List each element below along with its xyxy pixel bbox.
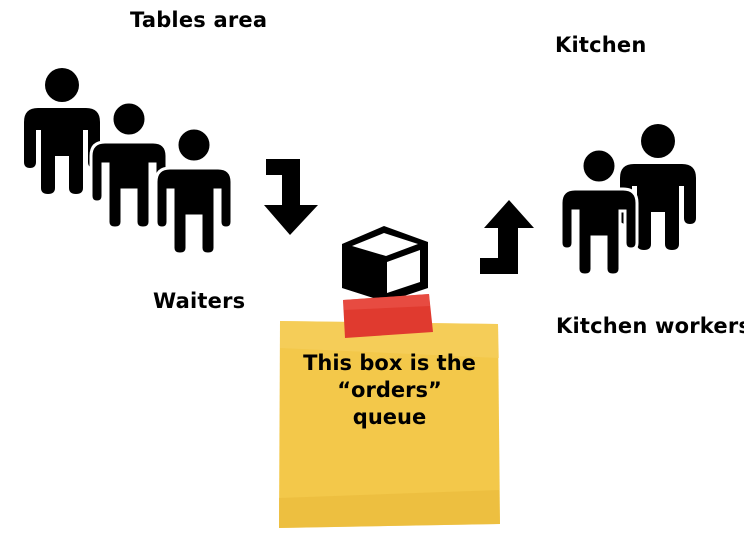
sticky-note-line: “orders” (337, 378, 442, 402)
box-icon (342, 226, 428, 302)
sticky-note-text: This box is the “orders” queue (277, 350, 502, 431)
waiter-person-icon (24, 68, 100, 194)
waiter-person-icon (154, 126, 234, 256)
kitchen-worker-person-icon (620, 124, 696, 250)
arrow-up-icon (480, 200, 534, 274)
waiters-label: Waiters (153, 289, 246, 313)
sticky-note: This box is the “orders” queue (277, 318, 502, 530)
sticky-note-line: queue (352, 405, 427, 429)
sticky-note-paper (279, 321, 500, 528)
kitchen-workers-label: Kitchen workers (556, 314, 744, 338)
kitchen-worker-person-icon (559, 147, 639, 277)
kitchen-label: Kitchen (555, 33, 647, 57)
tape-strip (343, 294, 433, 338)
tables-area-label: Tables area (130, 8, 268, 32)
arrow-down-icon (264, 159, 318, 235)
waiter-person-icon (89, 100, 169, 230)
sticky-note-line: This box is the (303, 351, 476, 375)
